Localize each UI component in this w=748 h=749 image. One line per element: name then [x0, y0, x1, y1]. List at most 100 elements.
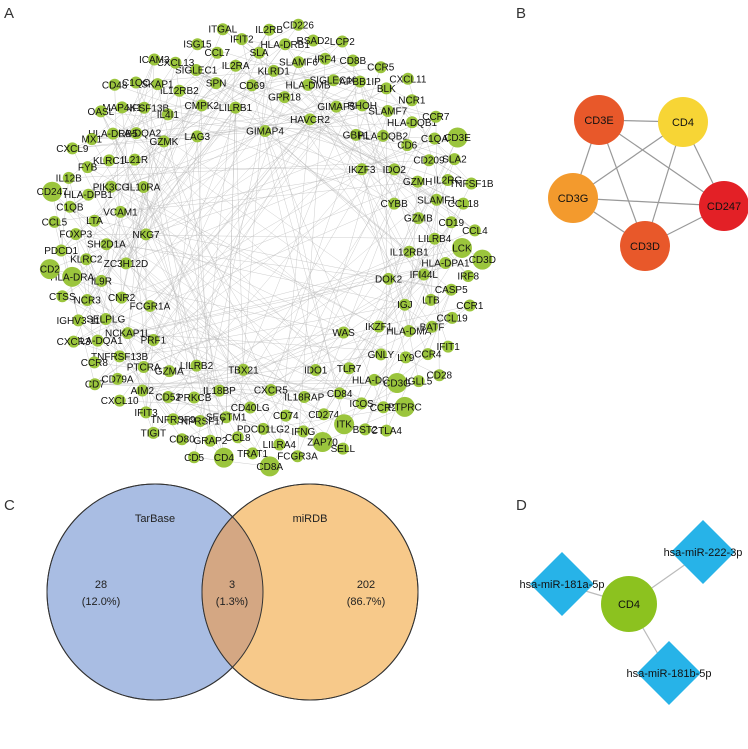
- ppi-node-circle: [161, 108, 174, 121]
- ppi-node-label: GIMAP5: [317, 102, 355, 113]
- ppi-node-circle: [129, 76, 142, 89]
- ppi-node: GIMAP4: [246, 124, 284, 137]
- ppi-edge: [153, 262, 446, 341]
- ppi-node: CD8B: [340, 54, 367, 67]
- ppi-node-circle: [380, 82, 393, 95]
- ppi-node-circle: [267, 64, 280, 77]
- ppi-node: PDCD1LG2: [237, 422, 290, 435]
- ppi-node-label: PIK3CG: [93, 182, 130, 193]
- ppi-edge: [110, 186, 379, 327]
- ppi-node: ICAM3: [139, 53, 170, 66]
- hub-edge: [598, 119, 725, 207]
- ppi-node-circle: [439, 256, 452, 269]
- ppi-node: LILRB2: [180, 359, 214, 372]
- ppi-node-circle: [220, 411, 233, 424]
- ppi-node-label: BATF: [420, 322, 445, 333]
- ppi-edge: [97, 96, 285, 341]
- ppi-node-circle: [55, 244, 68, 257]
- ppi-node: IDO1: [304, 364, 328, 377]
- ppi-node: IFNG: [291, 425, 315, 438]
- ppi-node-label: CCR2: [370, 403, 398, 414]
- ppi-node-circle: [67, 335, 80, 348]
- ppi-node-circle: [259, 124, 271, 137]
- ppi-edge: [61, 78, 409, 251]
- ppi-edge: [134, 78, 408, 160]
- ppi-edge: [175, 62, 410, 252]
- ppi-node-circle: [337, 326, 350, 339]
- ppi-node-circle: [334, 414, 355, 435]
- ppi-node-circle: [355, 163, 368, 176]
- panel-label-d: D: [516, 497, 527, 514]
- ppi-node-label: TNFRSF17: [175, 416, 226, 427]
- ppi-node: IGLL5: [405, 375, 433, 388]
- ppi-edge: [264, 130, 410, 252]
- ppi-node-label: IDO1: [304, 366, 328, 377]
- ppi-node-label: KLRD1: [258, 66, 291, 77]
- ppi-node-label: CTLA4: [371, 426, 403, 437]
- ppi-node-circle: [428, 232, 441, 245]
- ppi-edge: [149, 106, 337, 307]
- ppi-node-circle: [442, 340, 455, 353]
- ppi-node: CCR7: [422, 110, 450, 123]
- ppi-node: IL12RB2: [160, 84, 199, 97]
- ppi-node: CCR5: [367, 61, 395, 74]
- ppi-node: LY9: [397, 351, 415, 364]
- ppi-node: IGJ: [397, 298, 413, 311]
- ppi-node-label: CXCR3: [57, 337, 91, 348]
- ppi-node: CCR4: [414, 348, 442, 361]
- ppi-node-label: LCK: [452, 243, 472, 254]
- ppi-node-label: SLA2: [442, 155, 467, 166]
- hub-node-circle: [699, 181, 748, 231]
- ppi-edge: [251, 60, 353, 86]
- ppi-node-label: HLA-DQB1: [387, 118, 437, 129]
- ppi-node: AIM2: [131, 384, 154, 397]
- ppi-edge: [51, 191, 287, 416]
- ppi-node-label: IFNG: [291, 427, 315, 438]
- ppi-node-circle: [157, 135, 170, 148]
- ppi-node: HLA-DPA1: [421, 256, 470, 269]
- ppi-node: HLA-DQB1: [387, 116, 437, 129]
- ppi-node-circle: [402, 324, 415, 337]
- ppi-node-label: IL12B: [56, 173, 82, 184]
- venn-label-tarbase: TarBase: [135, 513, 175, 525]
- ppi-edge: [127, 90, 180, 334]
- ppi-edge: [125, 141, 165, 264]
- ppi-node: CD84: [327, 387, 353, 400]
- ppi-node-label: KLRC2: [70, 255, 103, 266]
- ppi-node-label: CMPK2: [185, 101, 220, 112]
- ppi-node-circle: [213, 447, 234, 468]
- ppi-node: LILRB4: [418, 232, 452, 245]
- hub-node-circle: [548, 173, 598, 223]
- ppi-node-circle: [246, 79, 259, 92]
- ppi-node-label: SLAMF6: [279, 58, 318, 69]
- ppi-node-circle: [319, 52, 332, 65]
- ppi-node: HLA-DMA: [386, 324, 432, 337]
- ppi-edge: [264, 130, 384, 408]
- ppi-edge: [135, 82, 195, 398]
- ppi-node: IL9R: [91, 274, 112, 287]
- ppi-node-circle: [297, 425, 310, 438]
- ppi-node-circle: [388, 197, 401, 210]
- ppi-node-label: PDCD1: [44, 246, 78, 257]
- ppi-node: GZMH: [403, 175, 432, 188]
- ppi-edge: [73, 179, 448, 342]
- ppi-edge: [119, 400, 251, 408]
- ppi-edge: [325, 58, 413, 101]
- ppi-node: CD2: [40, 259, 60, 280]
- ppi-node-label: GRAP2: [193, 436, 227, 447]
- ppi-node-circle: [167, 413, 180, 426]
- ppi-node: ICOS: [349, 397, 374, 410]
- ppi-node-circle: [359, 423, 372, 436]
- ppi-node-label: CD84: [327, 389, 353, 400]
- ppi-node-circle: [346, 54, 359, 67]
- ppi-node: IL12B: [56, 171, 82, 184]
- ppi-node: PDCD1: [44, 244, 79, 257]
- ppi-node-circle: [235, 33, 248, 46]
- ppi-edge: [108, 59, 155, 161]
- ppi-node-label: NCKAP1L: [105, 329, 151, 340]
- ppi-edge: [114, 84, 362, 170]
- ppi-node: BATF: [420, 320, 445, 333]
- ppi-node-circle: [204, 434, 217, 447]
- ppi-edge: [87, 166, 379, 327]
- ppi-node-label: IL12RB2: [160, 86, 199, 97]
